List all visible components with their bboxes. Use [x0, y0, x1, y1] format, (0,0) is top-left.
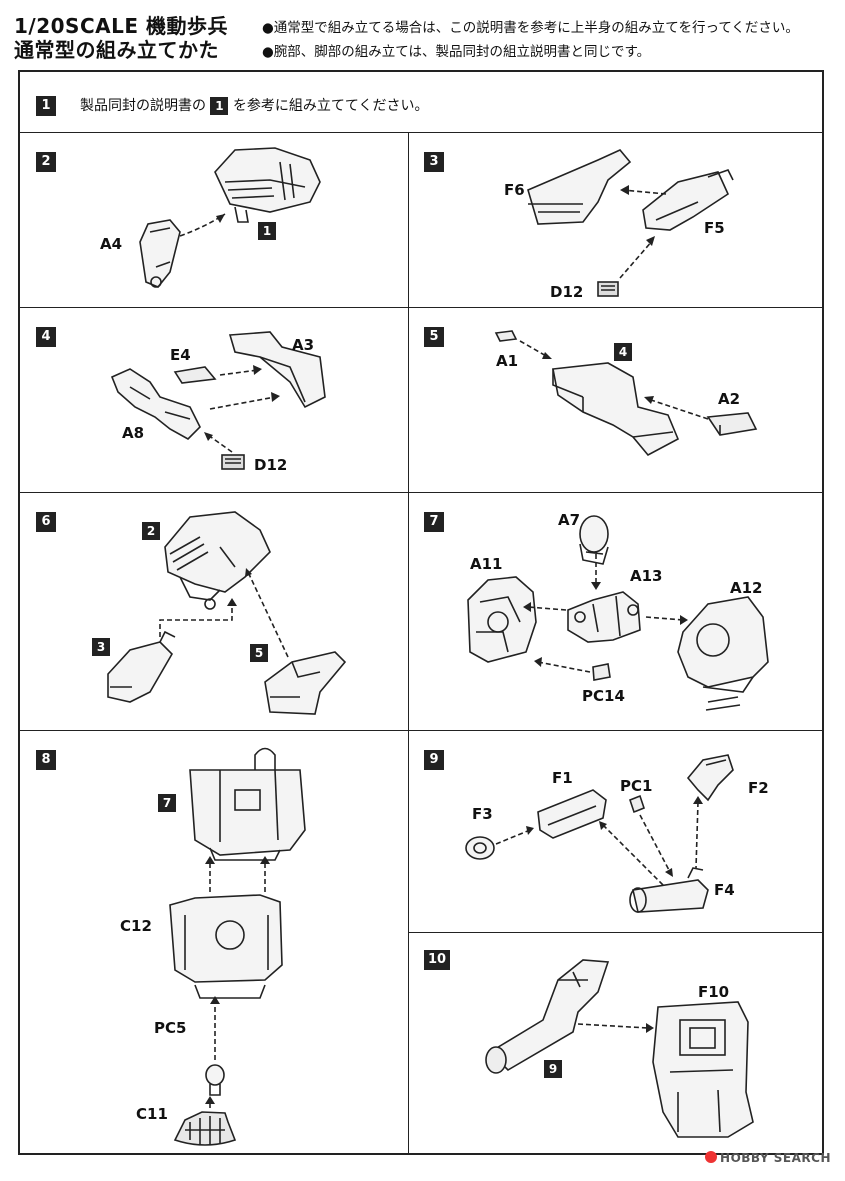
divider	[20, 730, 822, 731]
step-6: 6 2 3 5	[20, 492, 408, 730]
part-label: F3	[472, 805, 493, 823]
step-number: 5	[424, 327, 444, 347]
part-label: A2	[718, 390, 741, 408]
step-number: 8	[36, 750, 56, 770]
divider	[20, 492, 822, 493]
reference-badge: 5	[250, 644, 268, 662]
part-label: F10	[698, 983, 730, 1001]
step-1-instruction: 製品同封の説明書の 1 を参考に組み立ててください。	[80, 97, 429, 115]
step-7: 7 A7	[408, 492, 822, 730]
step-9-illustration	[465, 754, 734, 913]
reference-badge: 3	[92, 638, 110, 656]
reference-badge: 2	[142, 522, 160, 540]
reference-badge: 1	[210, 97, 229, 115]
part-label: A11	[470, 555, 503, 573]
step-number: 2	[36, 152, 56, 172]
step-3: 3 F6 F5 D12	[408, 132, 822, 307]
step-8: 8 7	[20, 730, 408, 1153]
divider	[20, 132, 822, 133]
part-label: F6	[504, 181, 525, 199]
step-3-illustration	[527, 149, 734, 297]
reference-badge: 1	[258, 222, 276, 240]
part-label: PC5	[154, 1019, 187, 1037]
part-label: D12	[550, 283, 584, 301]
part-label: PC1	[620, 777, 653, 795]
page-title: 1/20SCALE 機動歩兵 通常型の組み立てかた	[14, 14, 228, 62]
step-4-illustration	[110, 331, 326, 470]
part-label: PC14	[582, 687, 625, 705]
reference-badge: 9	[544, 1060, 562, 1078]
step-7-illustration	[467, 515, 769, 711]
hobby-search-logo-icon	[705, 1151, 718, 1163]
step-number: 6	[36, 512, 56, 532]
part-label: A4	[100, 235, 123, 253]
step-number: 7	[424, 512, 444, 532]
watermark: HOBBY SEARCH	[705, 1151, 831, 1165]
step-10: 10 F10 9	[408, 932, 822, 1153]
part-label: A7	[558, 511, 581, 529]
assembly-notes: ●通常型で組み立てる場合は、この説明書を参考に上半身の組み立てを行ってください。…	[262, 16, 799, 64]
step-1: 1 製品同封の説明書の 1 を参考に組み立ててください。	[20, 72, 822, 132]
divider	[408, 132, 409, 1153]
part-label: A12	[730, 579, 763, 597]
note-1: ●通常型で組み立てる場合は、この説明書を参考に上半身の組み立てを行ってください。	[262, 20, 799, 36]
part-label: F5	[704, 219, 725, 237]
note-2: ●腕部、脚部の組み立ては、製品同封の組立説明書と同じです。	[262, 44, 651, 60]
part-label: A8	[122, 424, 145, 442]
instruction-frame: 1 製品同封の説明書の 1 を参考に組み立ててください。 2 A4 1	[18, 70, 824, 1155]
part-label: F4	[714, 881, 735, 899]
part-label: A1	[496, 352, 519, 370]
part-label: F1	[552, 769, 573, 787]
part-label: A13	[630, 567, 663, 585]
part-label: E4	[170, 346, 191, 364]
step-number: 9	[424, 750, 444, 770]
part-label: C12	[120, 917, 152, 935]
step-number: 3	[424, 152, 444, 172]
part-label: F2	[748, 779, 769, 797]
step-6-illustration	[107, 511, 347, 715]
reference-badge: 7	[158, 794, 176, 812]
step-number: 1	[36, 96, 56, 116]
step-number: 10	[424, 950, 450, 970]
step-5: 5 A1 A2 4	[408, 307, 822, 492]
part-label: D12	[254, 456, 288, 474]
step-5-illustration	[494, 330, 758, 457]
part-label: A3	[292, 336, 315, 354]
step-8-illustration	[169, 747, 306, 1146]
step-number: 4	[36, 327, 56, 347]
step-10-illustration	[485, 959, 754, 1138]
step-2: 2 A4 1	[20, 132, 408, 307]
divider	[20, 307, 822, 308]
step-9: 9 F1 PC1 F2 F3	[408, 730, 822, 932]
reference-badge: 4	[614, 343, 632, 361]
step-4: 4 E4 A3 A8 D12	[20, 307, 408, 492]
part-label: C11	[136, 1105, 168, 1123]
step-2-illustration	[139, 147, 321, 288]
divider	[408, 932, 822, 933]
